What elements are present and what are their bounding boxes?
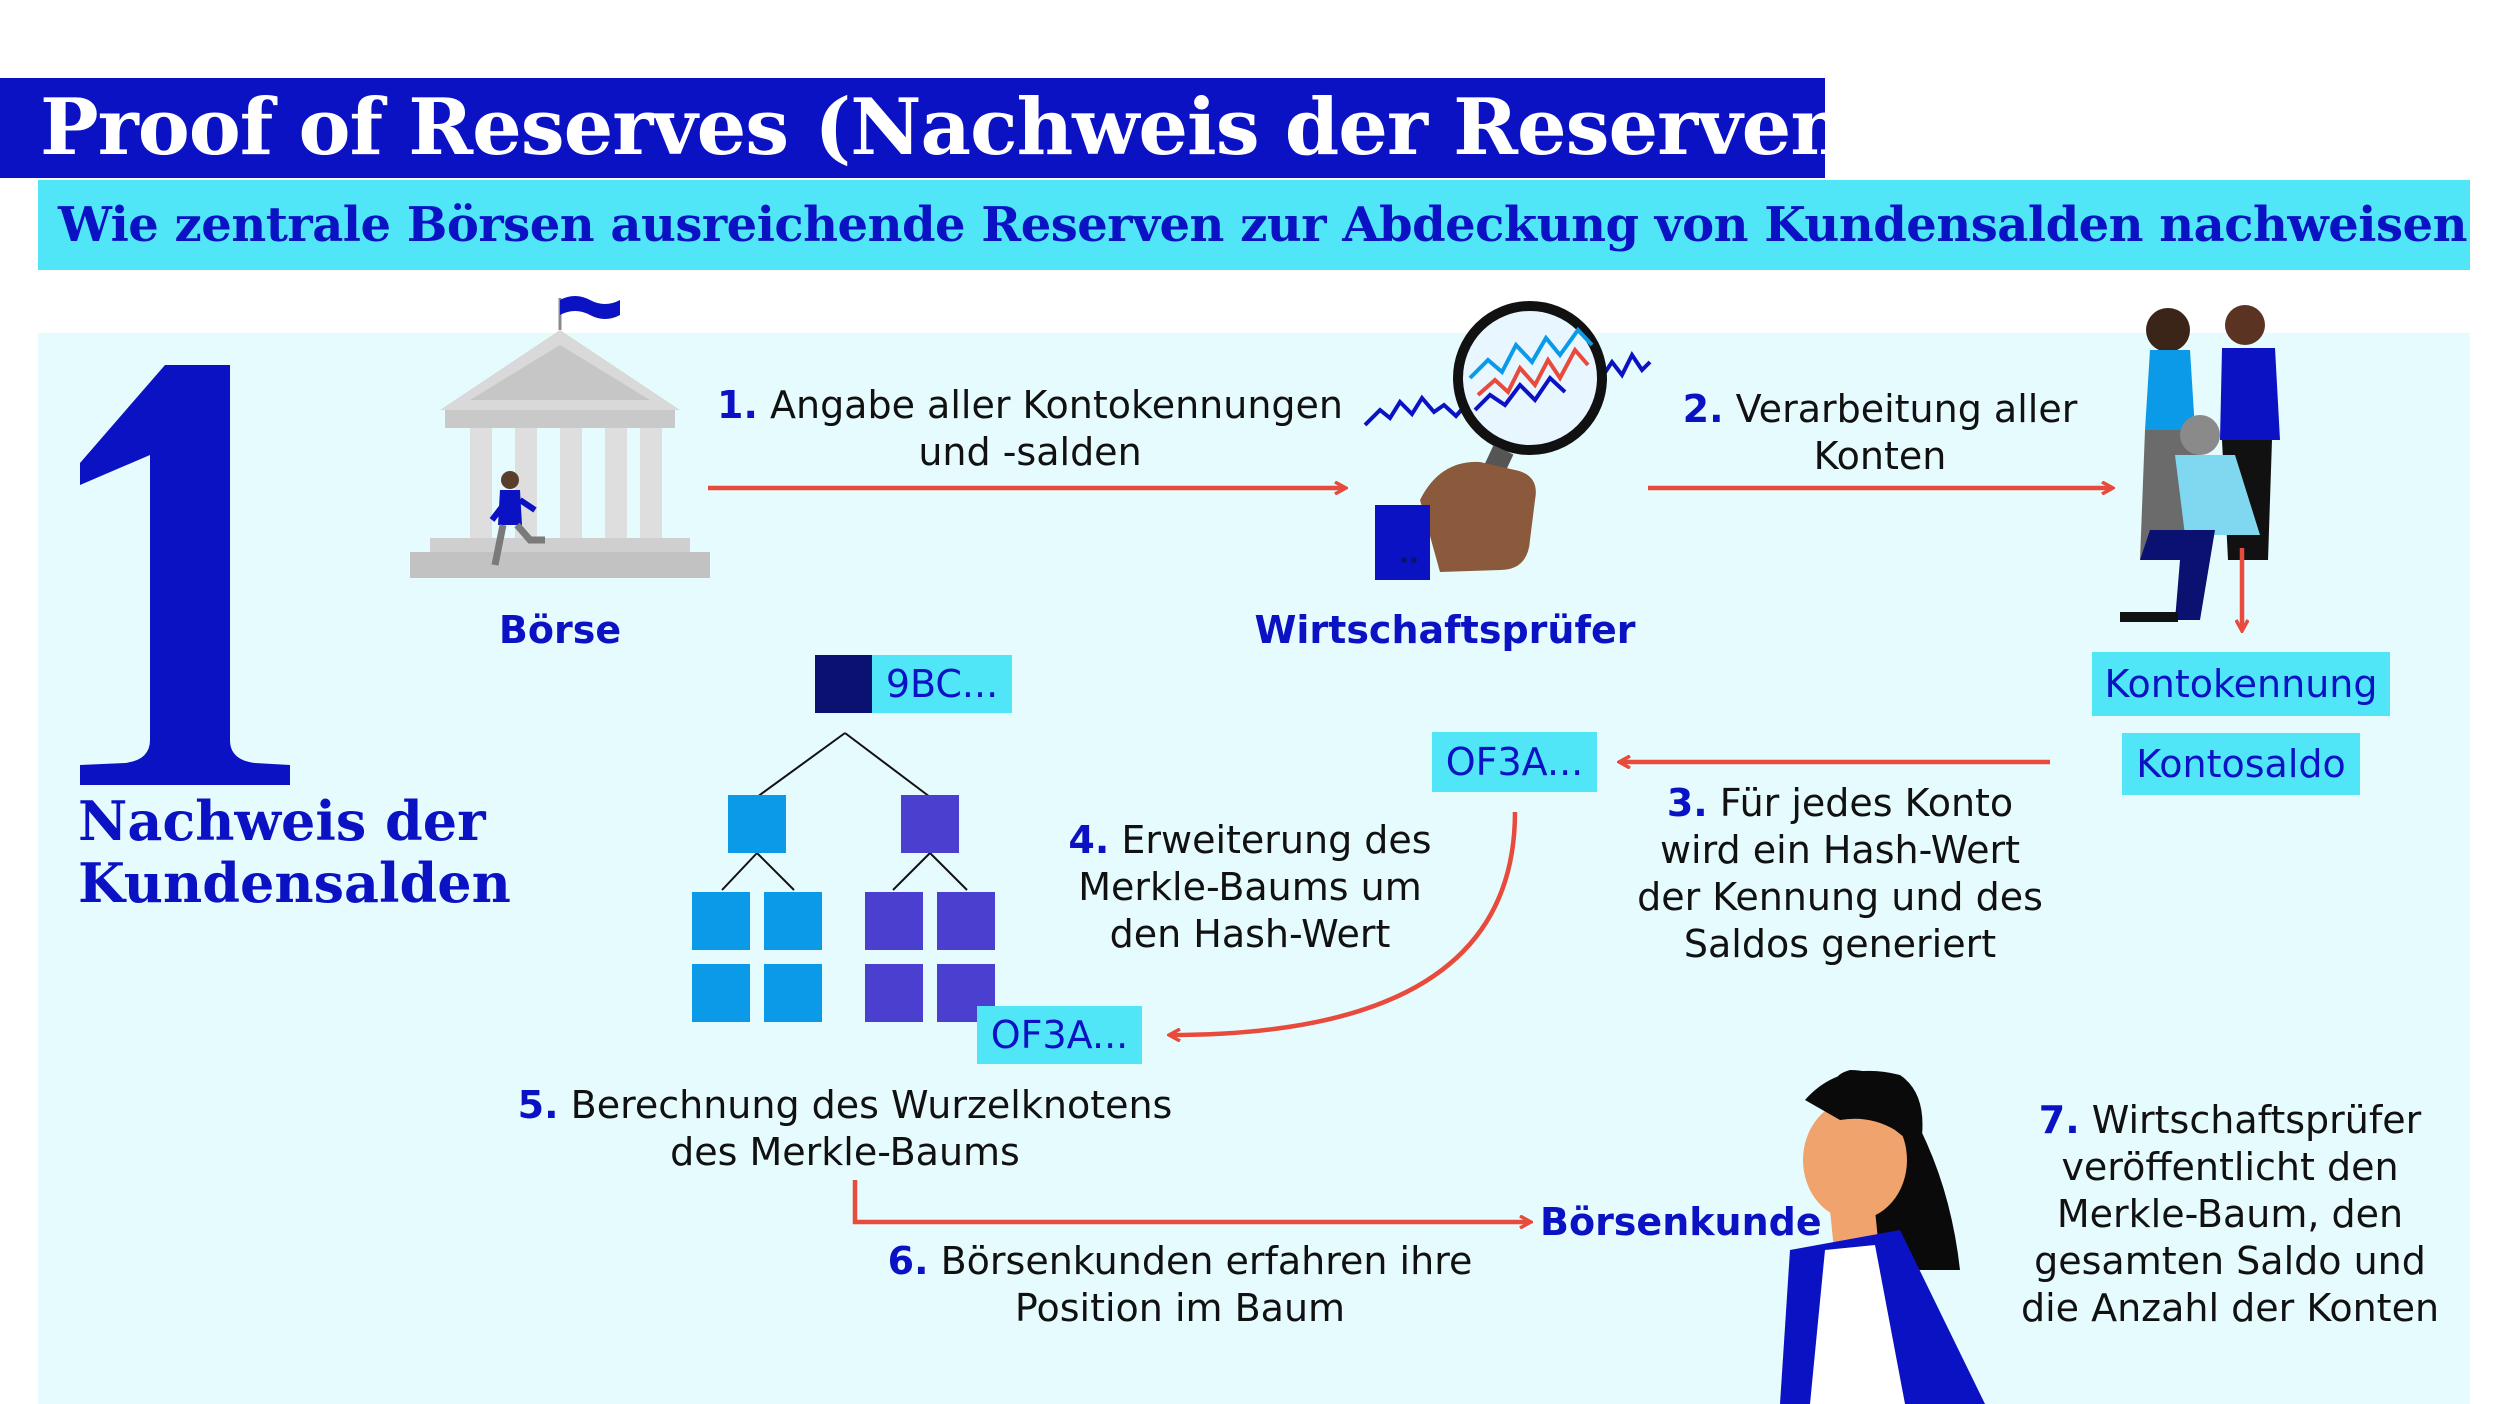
step-number: 7.	[2038, 1098, 2080, 1142]
section-title-line2: Kundensalden	[78, 851, 511, 915]
merkle-leaf	[865, 964, 923, 1022]
step-number: 4.	[1068, 818, 1110, 862]
customer-woman-icon	[1780, 1070, 1985, 1404]
diagram-panel	[38, 333, 2470, 1404]
step-6-text: 6. Börsenkunden erfahren ihre Position i…	[887, 1239, 1473, 1330]
step-7-text: 7. Wirtschaftsprüfer veröffentlicht den …	[2020, 1098, 2440, 1330]
hash-tag-bottom: OF3A...	[977, 1006, 1142, 1064]
step-1-text: 1. Angabe aller Kontokennungen und -sald…	[717, 383, 1343, 474]
magnifier-hand-icon	[1363, 301, 1652, 580]
arrow-step4	[1170, 811, 1518, 1035]
step-number: 3.	[1666, 781, 1708, 825]
step-number: 5.	[517, 1083, 559, 1127]
merkle-leaf	[937, 892, 995, 950]
step-3-text: 3. Für jedes Konto wird ein Hash-Wert de…	[1637, 781, 2043, 966]
exchange-building-icon	[410, 296, 710, 578]
people-group-icon	[2120, 305, 2280, 622]
step-2-text: 2. Verarbeitung aller Konten	[1682, 387, 2078, 478]
account-balance-tag: Kontosaldo	[2122, 733, 2360, 795]
step-5-text: 5. Berechnung des Wurzelknotens des Merk…	[517, 1083, 1173, 1174]
customer-label: Börsenkunde	[1540, 1200, 1822, 1244]
merkle-leaf	[764, 892, 822, 950]
merkle-leaf	[764, 964, 822, 1022]
merkle-node	[901, 795, 959, 853]
step-4-text: 4. Erweiterung des Merkle-Baums um den H…	[1068, 818, 1432, 956]
subtitle-bar	[38, 180, 2470, 270]
merkle-leaf	[692, 892, 750, 950]
hash-tag-top: OF3A...	[1432, 732, 1597, 792]
arrow-step6	[852, 1180, 1530, 1222]
page-subtitle: Wie zentrale Börsen ausreichende Reserve…	[58, 197, 2467, 253]
title-bar	[0, 78, 1825, 178]
account-id-tag: Kontokennung	[2092, 652, 2390, 716]
page-title: Proof of Reserves (Nachweis der Reserven…	[40, 82, 1883, 173]
step-number: 2.	[1682, 387, 1724, 431]
merkle-root-node	[815, 655, 873, 713]
merkle-leaf	[692, 964, 750, 1022]
section-number-glyph	[80, 365, 290, 785]
merkle-node	[728, 795, 786, 853]
root-hash-tag: 9BC...	[872, 655, 1012, 713]
section-title: Nachweis der Kundensalden	[78, 790, 538, 914]
auditor-label: Wirtschaftsprüfer	[1254, 608, 1636, 652]
step-number: 6.	[887, 1239, 929, 1283]
step-number: 1.	[717, 383, 758, 427]
exchange-label: Börse	[498, 608, 622, 652]
section-title-line1: Nachweis der	[78, 789, 486, 853]
merkle-leaf	[865, 892, 923, 950]
